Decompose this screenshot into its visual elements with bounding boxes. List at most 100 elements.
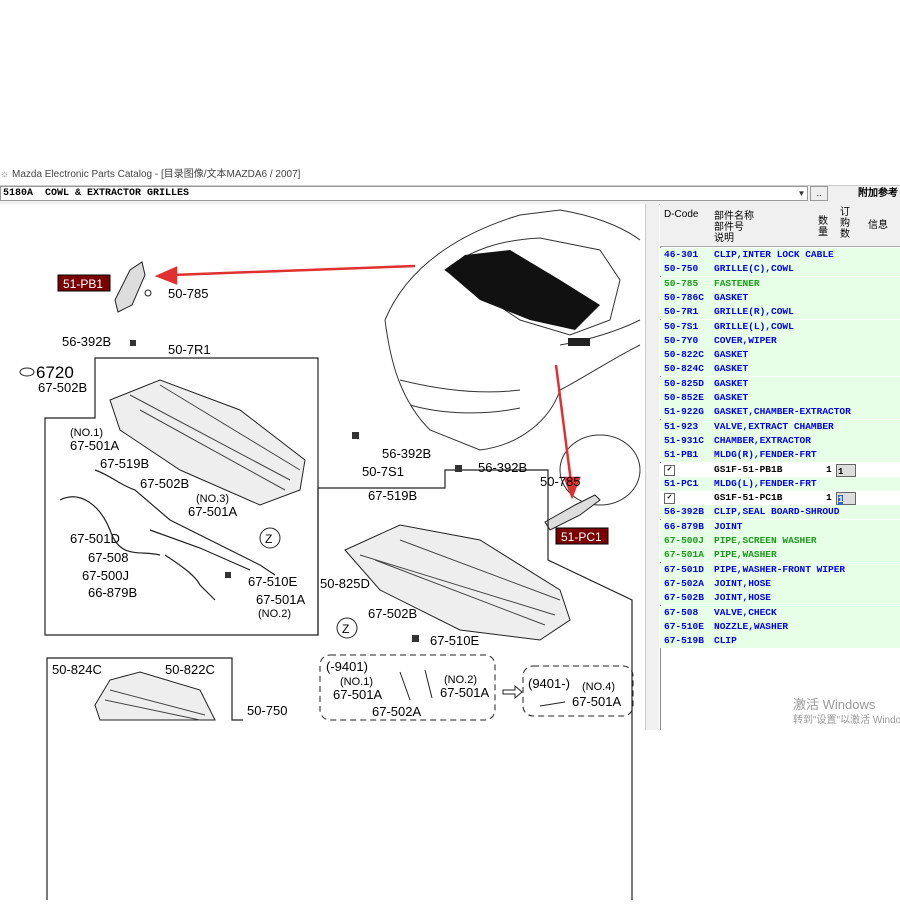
label-z-left[interactable]: Z — [265, 532, 272, 546]
label-no2-b[interactable]: (NO.2) — [444, 674, 477, 686]
part-6720 — [19, 367, 35, 377]
label-50-7r1[interactable]: 50-7R1 — [168, 342, 211, 357]
label-67-510e-a[interactable]: 67-510E — [248, 574, 297, 589]
col-dcode[interactable]: D-Code — [664, 209, 699, 220]
col-qty[interactable]: 数量 — [818, 216, 828, 238]
label-no2-a[interactable]: (NO.2) — [258, 608, 291, 620]
label-no3[interactable]: (NO.3) — [196, 493, 229, 505]
label-67-501a-e[interactable]: 67-501A — [440, 685, 489, 700]
label-67-502a[interactable]: 67-502A — [372, 704, 421, 719]
label-50-785-b[interactable]: 50-785 — [540, 474, 580, 489]
marker-z-right — [336, 617, 358, 639]
order-qty-input[interactable]: 1 — [836, 492, 856, 506]
label-50-822c[interactable]: 50-822C — [165, 662, 215, 677]
part-grille-l — [344, 524, 571, 641]
label-56-392b-c[interactable]: 56-392B — [478, 460, 527, 475]
label-67-519b-a[interactable]: 67-519B — [100, 456, 149, 471]
part-name: GRILLE(L),COWL — [714, 320, 794, 332]
col-name-2[interactable]: 部件号 — [714, 222, 744, 233]
label-67-502b-b[interactable]: 67-502B — [140, 476, 189, 491]
part-name: MLDG(L),FENDER-FRT — [714, 477, 817, 489]
label-50-7s1[interactable]: 50-7S1 — [362, 464, 404, 479]
label-post-9401[interactable]: (9401-) — [528, 676, 570, 691]
list-item[interactable]: 51-PC1 MLDG(L),FENDER-FRT — [660, 476, 900, 491]
more-button[interactable]: .. — [810, 186, 828, 201]
label-50-785-a[interactable]: 50-785 — [168, 286, 208, 301]
label-no1-b[interactable]: (NO.1) — [340, 676, 373, 688]
part-clip-c — [455, 465, 462, 472]
label-67-502b-c[interactable]: 67-502B — [368, 606, 417, 621]
select-checkbox[interactable]: ✓ — [664, 464, 675, 476]
col-info[interactable]: 信息 — [868, 220, 888, 231]
select-checkbox[interactable]: ✓ — [664, 493, 675, 505]
label-67-501a-a[interactable]: 67-501A — [70, 438, 119, 453]
label-67-502b-a[interactable]: 67-502B — [38, 380, 87, 395]
order-qty-input[interactable]: 1 — [836, 463, 856, 477]
label-67-501a-d[interactable]: 67-501A — [333, 687, 382, 702]
chevron-down-icon[interactable]: ▼ — [797, 189, 806, 198]
label-67-519b-b[interactable]: 67-519B — [368, 488, 417, 503]
label-67-501a-f[interactable]: 67-501A — [572, 694, 621, 709]
label-51-pc1-box[interactable] — [555, 527, 609, 545]
diagram-scrollbar[interactable] — [645, 204, 659, 730]
col-order[interactable]: 订购数 — [840, 207, 850, 240]
label-56-392b-a[interactable]: 56-392B — [62, 334, 111, 349]
label-66-879b[interactable]: 66-879B — [88, 585, 137, 600]
label-56-392b-b[interactable]: 56-392B — [382, 446, 431, 461]
part-name: NOZZLE,WASHER — [714, 620, 789, 632]
label-51-pc1[interactable]: 51-PC1 — [561, 530, 602, 544]
label-6720[interactable]: 6720 — [36, 363, 74, 382]
label-67-510e-b[interactable]: 67-510E — [430, 633, 479, 648]
col-name-3[interactable]: 说明 — [714, 233, 734, 244]
label-no4[interactable]: (NO.4) — [582, 681, 615, 693]
additional-reference-button[interactable]: 附加参考 — [858, 188, 898, 199]
part-code: 51-PC1 — [664, 477, 699, 489]
part-qty: 1 — [826, 463, 832, 475]
label-67-501a-b[interactable]: 67-501A — [188, 504, 237, 519]
part-code: 67-501A — [664, 549, 704, 561]
label-51-pb1[interactable]: 51-PB1 — [63, 277, 103, 291]
label-no1-a[interactable]: (NO.1) — [70, 427, 103, 439]
label-67-501a-c[interactable]: 67-501A — [256, 592, 305, 607]
label-50-750[interactable]: 50-750 — [247, 703, 287, 718]
parts-list-header: D-Code 部件名称 部件号 说明 数量 订购数 信息 — [660, 204, 900, 247]
label-67-508[interactable]: 67-508 — [88, 550, 128, 565]
label-51-pb1-box[interactable] — [57, 274, 111, 292]
label-50-824c[interactable]: 50-824C — [52, 662, 102, 677]
label-67-501d[interactable]: 67-501D — [70, 531, 120, 546]
label-50-825d[interactable]: 50-825D — [320, 576, 370, 591]
label-67-500j[interactable]: 67-500J — [82, 568, 129, 583]
part-number: GS1F-51-PB1B — [714, 463, 783, 475]
section-select[interactable]: 5180A COWL & EXTRACTOR GRILLES — [0, 186, 808, 201]
label-z-right[interactable]: Z — [342, 622, 349, 636]
label-pre-9401[interactable]: (-9401) — [326, 659, 368, 674]
col-name-1[interactable]: 部件名称 — [714, 211, 754, 222]
